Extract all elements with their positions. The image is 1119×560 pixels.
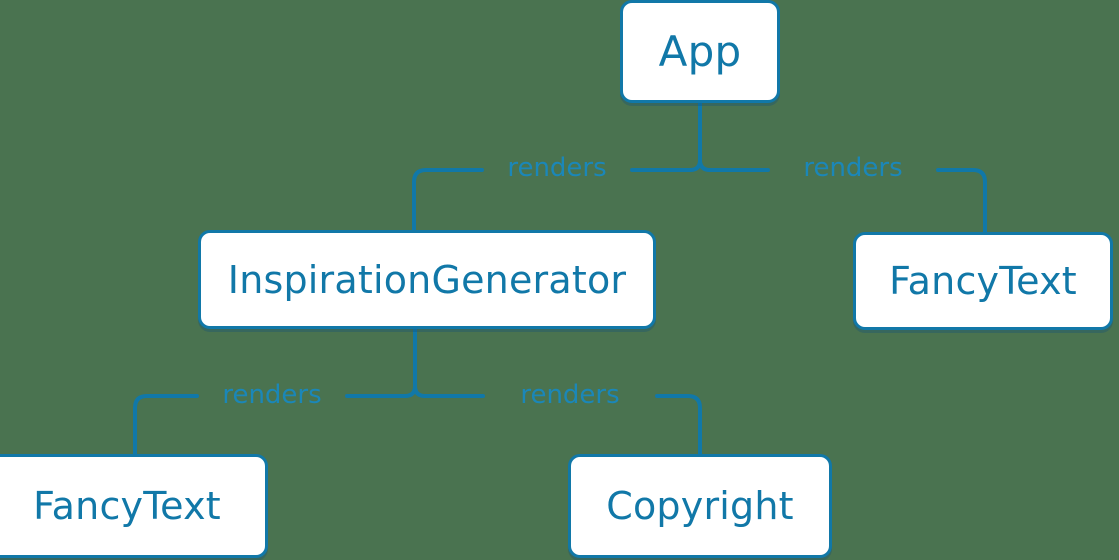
edge-label-app-to-fancytext: renders xyxy=(803,153,903,183)
node-inspirationgenerator-label: InspirationGenerator xyxy=(227,257,627,302)
node-copyright[interactable]: Copyright xyxy=(568,454,832,558)
edge-label-app-to-inspirationgenerator: renders xyxy=(507,153,607,183)
edge-app-stem-right xyxy=(698,101,712,172)
edge-label-inspirationgenerator-to-fancytext: renders xyxy=(222,380,322,410)
node-copyright-label: Copyright xyxy=(606,484,794,528)
edge-label-inspirationgenerator-to-copyright: renders xyxy=(520,380,620,410)
node-inspirationgenerator[interactable]: InspirationGenerator xyxy=(198,230,656,329)
node-fancytext-bottom-left[interactable]: FancyText xyxy=(0,454,268,558)
node-fancytext-bottom-left-label: FancyText xyxy=(33,484,221,528)
node-app-label: App xyxy=(658,26,742,76)
edge-app-to-inspirationgenerator-left xyxy=(412,168,484,232)
edge-inspirationgenerator-to-copyright-right xyxy=(655,394,702,456)
edge-inspirationgenerator-stem-right xyxy=(413,327,427,398)
edge-inspirationgenerator-to-fancytext-left xyxy=(133,394,199,456)
node-app[interactable]: App xyxy=(620,0,780,103)
node-fancytext-right-label: FancyText xyxy=(889,259,1077,303)
edge-app-to-fancytext-right xyxy=(936,168,987,234)
node-fancytext-right[interactable]: FancyText xyxy=(853,232,1113,330)
